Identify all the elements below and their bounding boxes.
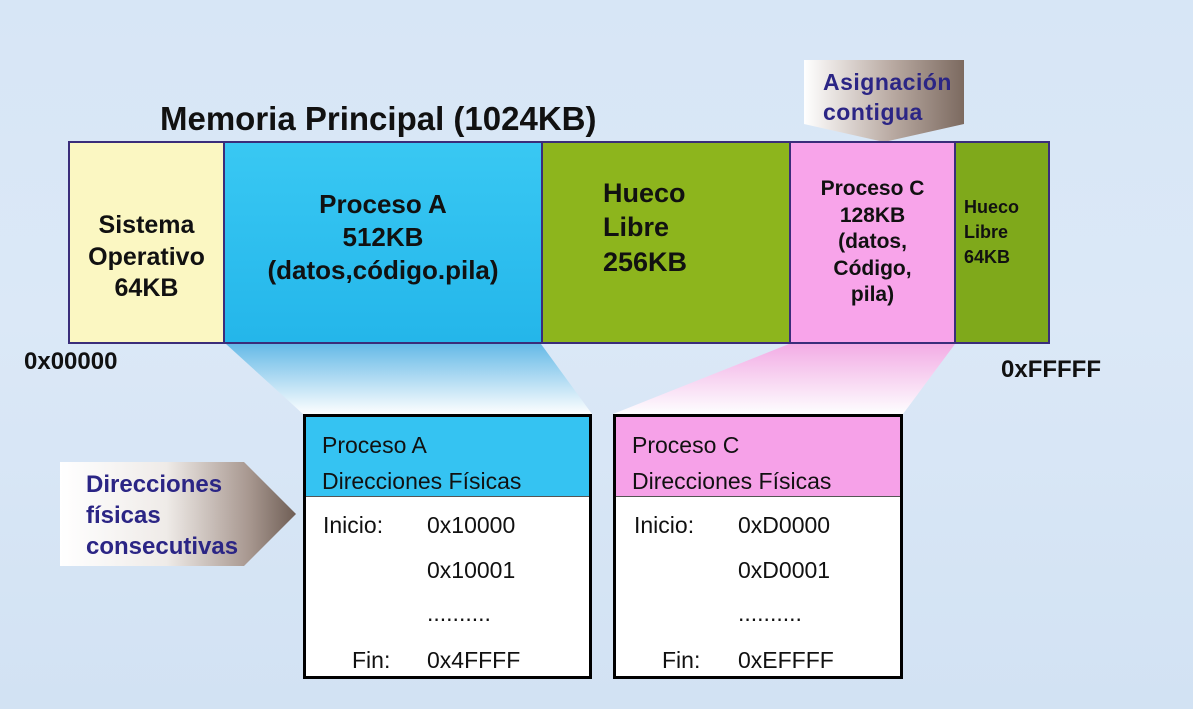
callout-consecutive-line: físicas — [86, 502, 161, 530]
segment-free-hole-2: Hueco Libre 64KB — [956, 143, 1048, 342]
callout-arrow-consecutive — [60, 462, 296, 566]
box-title: Proceso C — [632, 432, 740, 458]
segment-label: Proceso C — [820, 176, 925, 200]
box-subtitle: Direcciones Físicas — [632, 468, 832, 494]
callout-consecutive-line: consecutivas — [86, 533, 239, 561]
end-address: 0xEFFFF — [738, 647, 834, 673]
callout-contigua-line: contigua — [823, 98, 923, 125]
segment-size: 128KB — [839, 203, 906, 227]
process-c-box-header: Proceso C Direcciones Físicas — [616, 417, 900, 497]
segment-label: Sistema — [98, 210, 195, 239]
address-end-label: 0xFFFFF — [1001, 356, 1101, 383]
start-address: 0xD0000 — [738, 512, 831, 538]
start-label: Inicio: — [323, 512, 384, 538]
segment-label: Hueco — [964, 196, 1020, 217]
segment-label: (datos,código.pila) — [267, 255, 499, 285]
end-label: Fin: — [662, 647, 701, 673]
segment-process-c: Proceso C 128KB (datos, Código, pila) — [791, 143, 956, 342]
callout-consecutive-text: Direcciones físicas consecutivas — [86, 469, 238, 563]
ellipsis: .......... — [738, 600, 802, 626]
next-address: 0x10001 — [427, 557, 516, 583]
end-address: 0x4FFFF — [427, 647, 521, 673]
segment-label: Código, — [833, 256, 912, 280]
callout-contigua-line: Asignación — [823, 69, 952, 95]
segment-size: 64KB — [114, 274, 179, 303]
segment-label: Operativo — [88, 242, 205, 271]
segment-process-a: Proceso A 512KB (datos,código.pila) — [225, 143, 543, 342]
segment-size: 512KB — [342, 221, 424, 252]
process-c-address-box: Proceso C Direcciones Físicas Inicio: 0x… — [613, 414, 903, 679]
segment-label: Libre — [964, 221, 1009, 242]
projection-a — [226, 344, 592, 414]
memory-bar: Sistema Operativo 64KB Proceso A 512KB (… — [68, 141, 1050, 344]
projection-c — [613, 344, 955, 414]
start-label: Inicio: — [634, 512, 695, 538]
next-address: 0xD0001 — [738, 557, 831, 583]
segment-free-hole-1: Hueco Libre 256KB — [543, 143, 791, 342]
address-start-label: 0x00000 — [24, 348, 118, 375]
diagram-title: Memoria Principal (1024KB) — [160, 100, 597, 137]
process-a-box-header: Proceso A Direcciones Físicas — [306, 417, 589, 497]
segment-label: (datos, — [838, 230, 907, 254]
ellipsis: .......... — [427, 600, 491, 626]
segment-size: 64KB — [964, 247, 1011, 268]
box-subtitle: Direcciones Físicas — [322, 468, 522, 494]
end-label: Fin: — [352, 647, 391, 673]
segment-operating-system: Sistema Operativo 64KB — [70, 143, 225, 342]
process-a-address-box: Proceso A Direcciones Físicas Inicio: 0x… — [303, 414, 592, 679]
segment-label: pila) — [850, 283, 895, 307]
callout-consecutive-line: Direcciones — [86, 471, 223, 498]
segment-size: 256KB — [603, 246, 688, 277]
segment-label: Hueco — [603, 178, 686, 209]
callout-arrow-contigua — [804, 60, 964, 142]
box-title: Proceso A — [322, 432, 427, 458]
callout-contigua-text: Asignación contigua — [823, 68, 952, 128]
segment-label: Proceso A — [319, 188, 447, 219]
segment-label: Libre — [603, 212, 670, 243]
start-address: 0x10000 — [427, 512, 516, 538]
